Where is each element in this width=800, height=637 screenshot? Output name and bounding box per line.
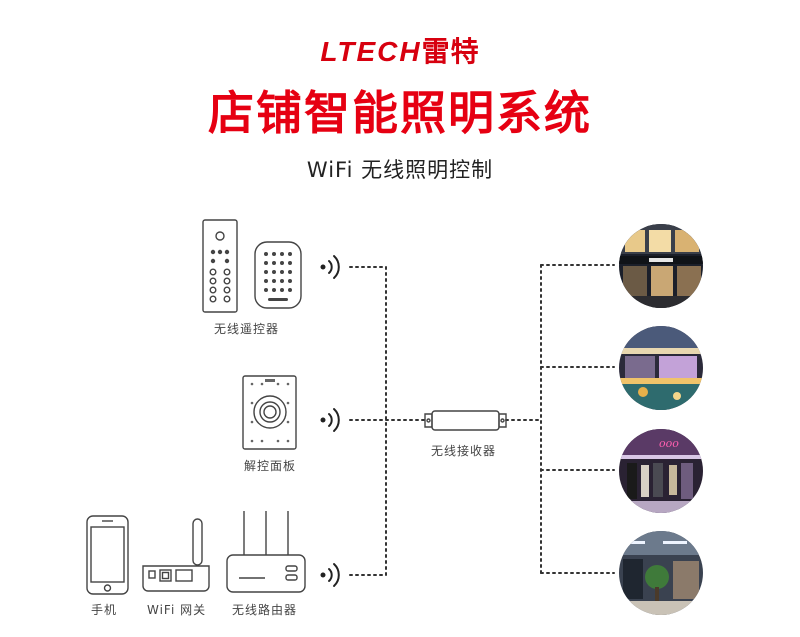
label-remote: 无线遥控器 (214, 322, 280, 336)
wall-panel-icon (242, 375, 297, 450)
label-gateway: WiFi 网关 (147, 603, 207, 617)
wifi-gateway-icon (142, 518, 210, 592)
clothing-store-photo-icon: ooo (619, 429, 703, 513)
label-panel: 解控面板 (244, 459, 297, 473)
svg-text:ooo: ooo (659, 437, 679, 450)
brand-logo: LTECH雷特 (0, 30, 800, 70)
shop-interior-photo-icon (619, 531, 703, 615)
wifi-signal-icon (320, 255, 340, 279)
brand-cn: 雷特 (421, 36, 480, 67)
wifi-signal-icon (320, 408, 340, 432)
phone-icon (86, 515, 129, 595)
wireless-router-icon (226, 511, 306, 593)
label-router: 无线路由器 (232, 603, 298, 617)
page-subtitle: WiFi 无线照明控制 (306, 158, 494, 182)
brand-latin: LTECH (320, 36, 422, 67)
mall-atrium-photo-icon (619, 326, 703, 410)
label-phone: 手机 (91, 603, 118, 617)
storefront-photo-icon (619, 224, 703, 308)
remote-rounded-icon (254, 241, 302, 309)
remote-tall-icon (202, 219, 238, 313)
receiver-icon (424, 410, 507, 431)
wifi-signal-icon (320, 563, 340, 587)
page-title: 店铺智能照明系统 (208, 86, 592, 140)
label-receiver: 无线接收器 (431, 444, 497, 458)
